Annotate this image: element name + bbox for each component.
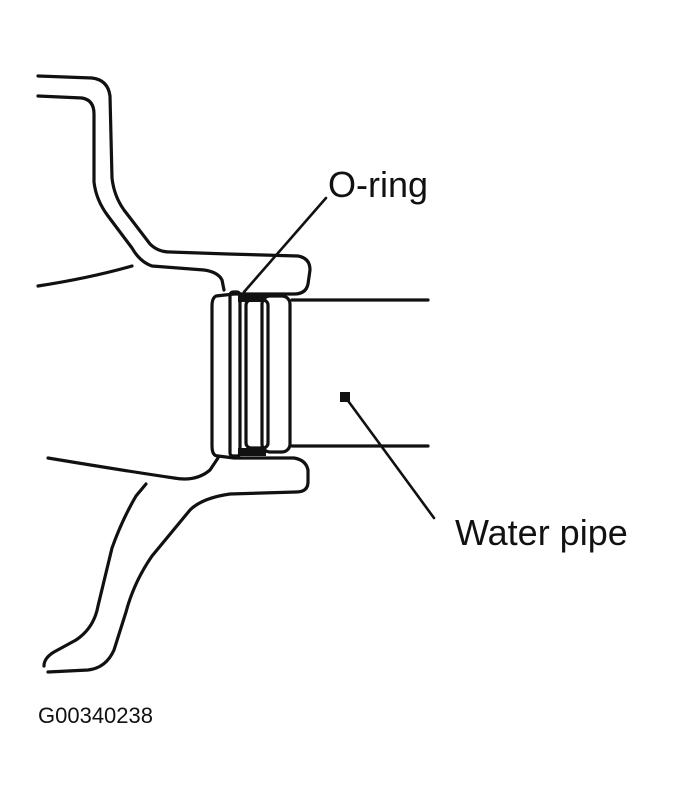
water-pipe-leader-dot (340, 392, 350, 402)
water-pipe-label: Water pipe (455, 512, 628, 553)
o-ring-label: O-ring (328, 164, 429, 205)
housing-upper-outer-wall (36, 74, 312, 458)
housing-lower-inner-wall (42, 482, 148, 668)
o-ring-top-section (238, 294, 266, 302)
housing-lower-outer-wall (46, 454, 310, 674)
hose-body-lower-outline (46, 456, 220, 481)
hose-body-upper-outline (36, 264, 134, 288)
water-pipe-leader-line (344, 396, 436, 520)
o-ring-bottom-section (238, 448, 266, 456)
o-ring-leader-line (242, 196, 328, 294)
water-pipe-end-flange-inner (244, 298, 270, 450)
water-pipe-end-flange-outer (260, 294, 292, 454)
figure-code: G00340238 (38, 703, 153, 728)
o-ring-retainer (228, 290, 242, 458)
housing-upper-inner-wall (36, 94, 226, 292)
